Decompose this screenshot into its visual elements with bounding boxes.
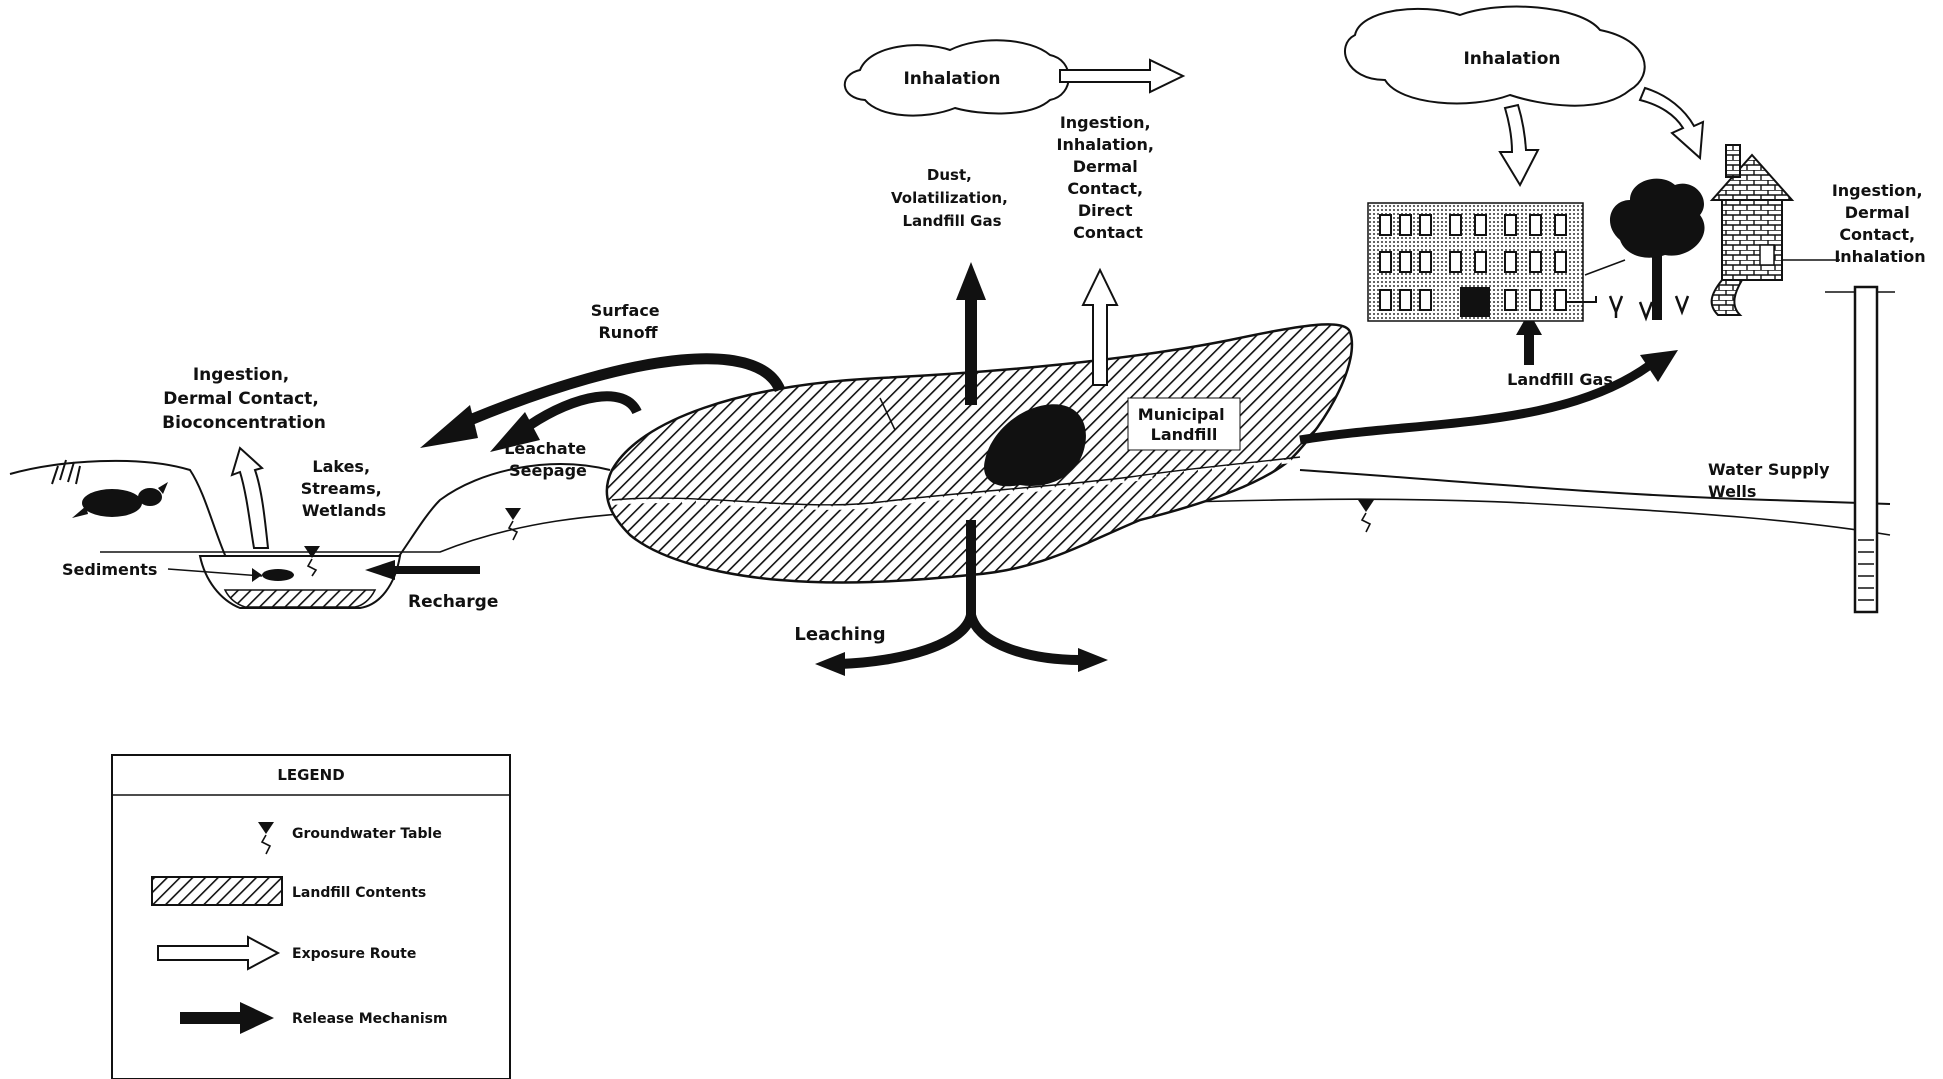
water-supply-label: Water Supply Wells [1708,460,1835,501]
recharge-label: Recharge [408,592,498,612]
tree-icon [1610,179,1705,320]
dust-release-arrowhead [956,262,986,300]
groundwater-symbol-1 [505,508,521,540]
fish-icon [262,569,294,581]
surface-runoff-arrowhead [420,405,478,448]
tree-to-building-line [1585,260,1625,275]
inhalation-label-center: Inhalation [903,69,1000,89]
legend-contents-swatch [152,877,282,905]
house-icon [1712,145,1792,315]
legend: LEGEND Groundwater Table Landfill Conten… [112,755,510,1079]
leachate-arrow [530,396,637,425]
water-supply-well [1825,287,1895,612]
sediment-layer [225,590,375,607]
legend-title: LEGEND [277,766,344,784]
legend-box [112,755,510,1079]
leachate-label: Leachate Seepage [504,439,592,480]
groundwater-symbol-3 [1358,500,1374,532]
ingestion-right-label: Ingestion, Dermal Contact, Inhalation [1832,181,1928,266]
sediments-label: Sediments [62,560,157,579]
apartment-building [1368,203,1583,321]
ingestion-left-label: Ingestion, Dermal Contact, Bioconcentrat… [162,365,326,433]
lake-exposure-arrow [232,448,268,548]
cloud-center-arrow [1060,60,1183,92]
legend-groundwater-label: Groundwater Table [292,826,442,842]
animal-icon [52,460,168,518]
ingestion-center-label: Ingestion, Inhalation, Dermal Contact, D… [1057,113,1160,242]
legend-exposure-label: Exposure Route [292,946,416,962]
surface-runoff-label: Surface Runoff [591,301,665,342]
inhalation-label-right: Inhalation [1463,49,1560,69]
lakes-label: Lakes, Streams, Wetlands [301,457,388,520]
cloud-right-arrow [1640,88,1703,158]
landfill-gas-label: Landfill Gas [1507,370,1613,389]
leaching-label: Leaching [794,624,885,645]
cloud-down-arrow [1500,105,1538,185]
legend-contents-label: Landfill Contents [292,885,426,901]
dust-label: Dust, Volatilization, Landfill Gas [891,166,1013,230]
municipal-label: Municipal Landfill [1138,405,1230,444]
legend-release-label: Release Mechanism [292,1011,448,1027]
plants-icon [1610,296,1688,318]
